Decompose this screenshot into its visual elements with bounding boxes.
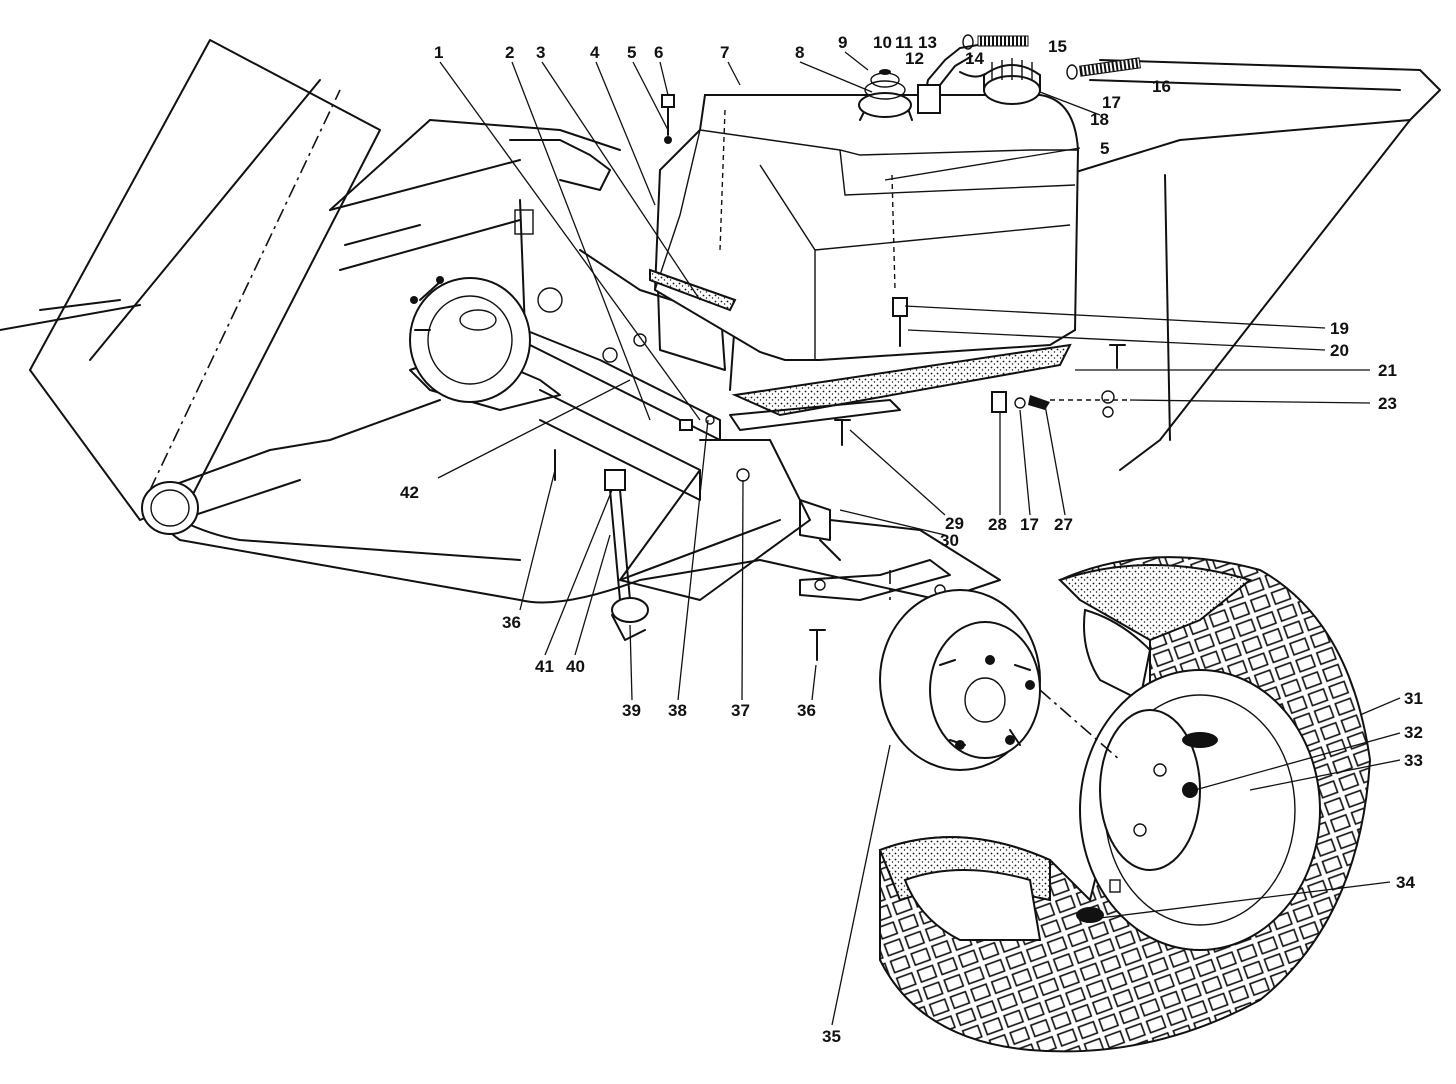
label-35: 35 xyxy=(822,1027,841,1046)
fuel-line-springs xyxy=(962,34,1141,80)
label-9: 9 xyxy=(838,33,847,52)
label-40: 40 xyxy=(566,657,585,676)
wheel-hub xyxy=(879,589,1041,771)
fuel-valve xyxy=(858,69,912,118)
label-30: 30 xyxy=(940,531,959,550)
label-34: 34 xyxy=(1396,873,1415,892)
label-6: 6 xyxy=(654,43,663,62)
label-17-top: 17 xyxy=(1102,93,1121,112)
foam-pads xyxy=(649,268,1072,431)
label-4: 4 xyxy=(590,43,600,62)
label-32: 32 xyxy=(1404,723,1423,742)
label-41: 41 xyxy=(535,657,554,676)
label-36-left: 36 xyxy=(502,613,521,632)
label-19: 19 xyxy=(1330,319,1349,338)
label-11: 11 xyxy=(895,33,913,52)
label-38: 38 xyxy=(668,701,687,720)
label-23: 23 xyxy=(1378,394,1397,413)
label-16: 16 xyxy=(1152,77,1171,96)
label-20: 20 xyxy=(1330,341,1349,360)
label-33: 33 xyxy=(1404,751,1423,770)
label-27: 27 xyxy=(1054,515,1073,534)
fuel-tank xyxy=(653,94,1080,361)
bolt xyxy=(661,94,675,144)
label-31: 31 xyxy=(1404,689,1423,708)
mounting-bracket xyxy=(409,139,811,601)
label-42: 42 xyxy=(400,483,419,502)
label-14: 14 xyxy=(965,49,984,68)
callout-labels: 1 2 3 4 5 6 7 8 9 10 11 12 13 14 15 16 1… xyxy=(400,33,1423,1046)
label-28: 28 xyxy=(988,515,1007,534)
label-7: 7 xyxy=(720,43,729,62)
label-39: 39 xyxy=(622,701,641,720)
label-15: 15 xyxy=(1048,37,1067,56)
hardware xyxy=(554,297,1130,661)
label-13: 13 xyxy=(918,33,937,52)
label-18: 18 xyxy=(1090,110,1109,129)
label-8: 8 xyxy=(795,43,804,62)
label-1: 1 xyxy=(434,43,443,62)
label-5-top: 5 xyxy=(627,43,636,62)
callout-leaders xyxy=(437,51,1401,1026)
label-10: 10 xyxy=(873,33,892,52)
label-29: 29 xyxy=(945,514,964,533)
label-12: 12 xyxy=(905,49,924,68)
label-21: 21 xyxy=(1378,361,1397,380)
label-37: 37 xyxy=(731,701,750,720)
fuel-line-fitting xyxy=(917,44,986,114)
drain-tube xyxy=(604,469,649,641)
label-5-right: 5 xyxy=(1100,139,1109,158)
label-3: 3 xyxy=(536,43,545,62)
handle-tube xyxy=(0,39,381,535)
tire-wheel xyxy=(878,556,1372,1053)
label-36-right: 36 xyxy=(797,701,816,720)
axle-bracket xyxy=(759,519,1001,601)
pulley-drum xyxy=(409,276,531,403)
filler-cap xyxy=(983,58,1041,105)
label-17-bottom: 17 xyxy=(1020,515,1039,534)
label-2: 2 xyxy=(505,43,514,62)
